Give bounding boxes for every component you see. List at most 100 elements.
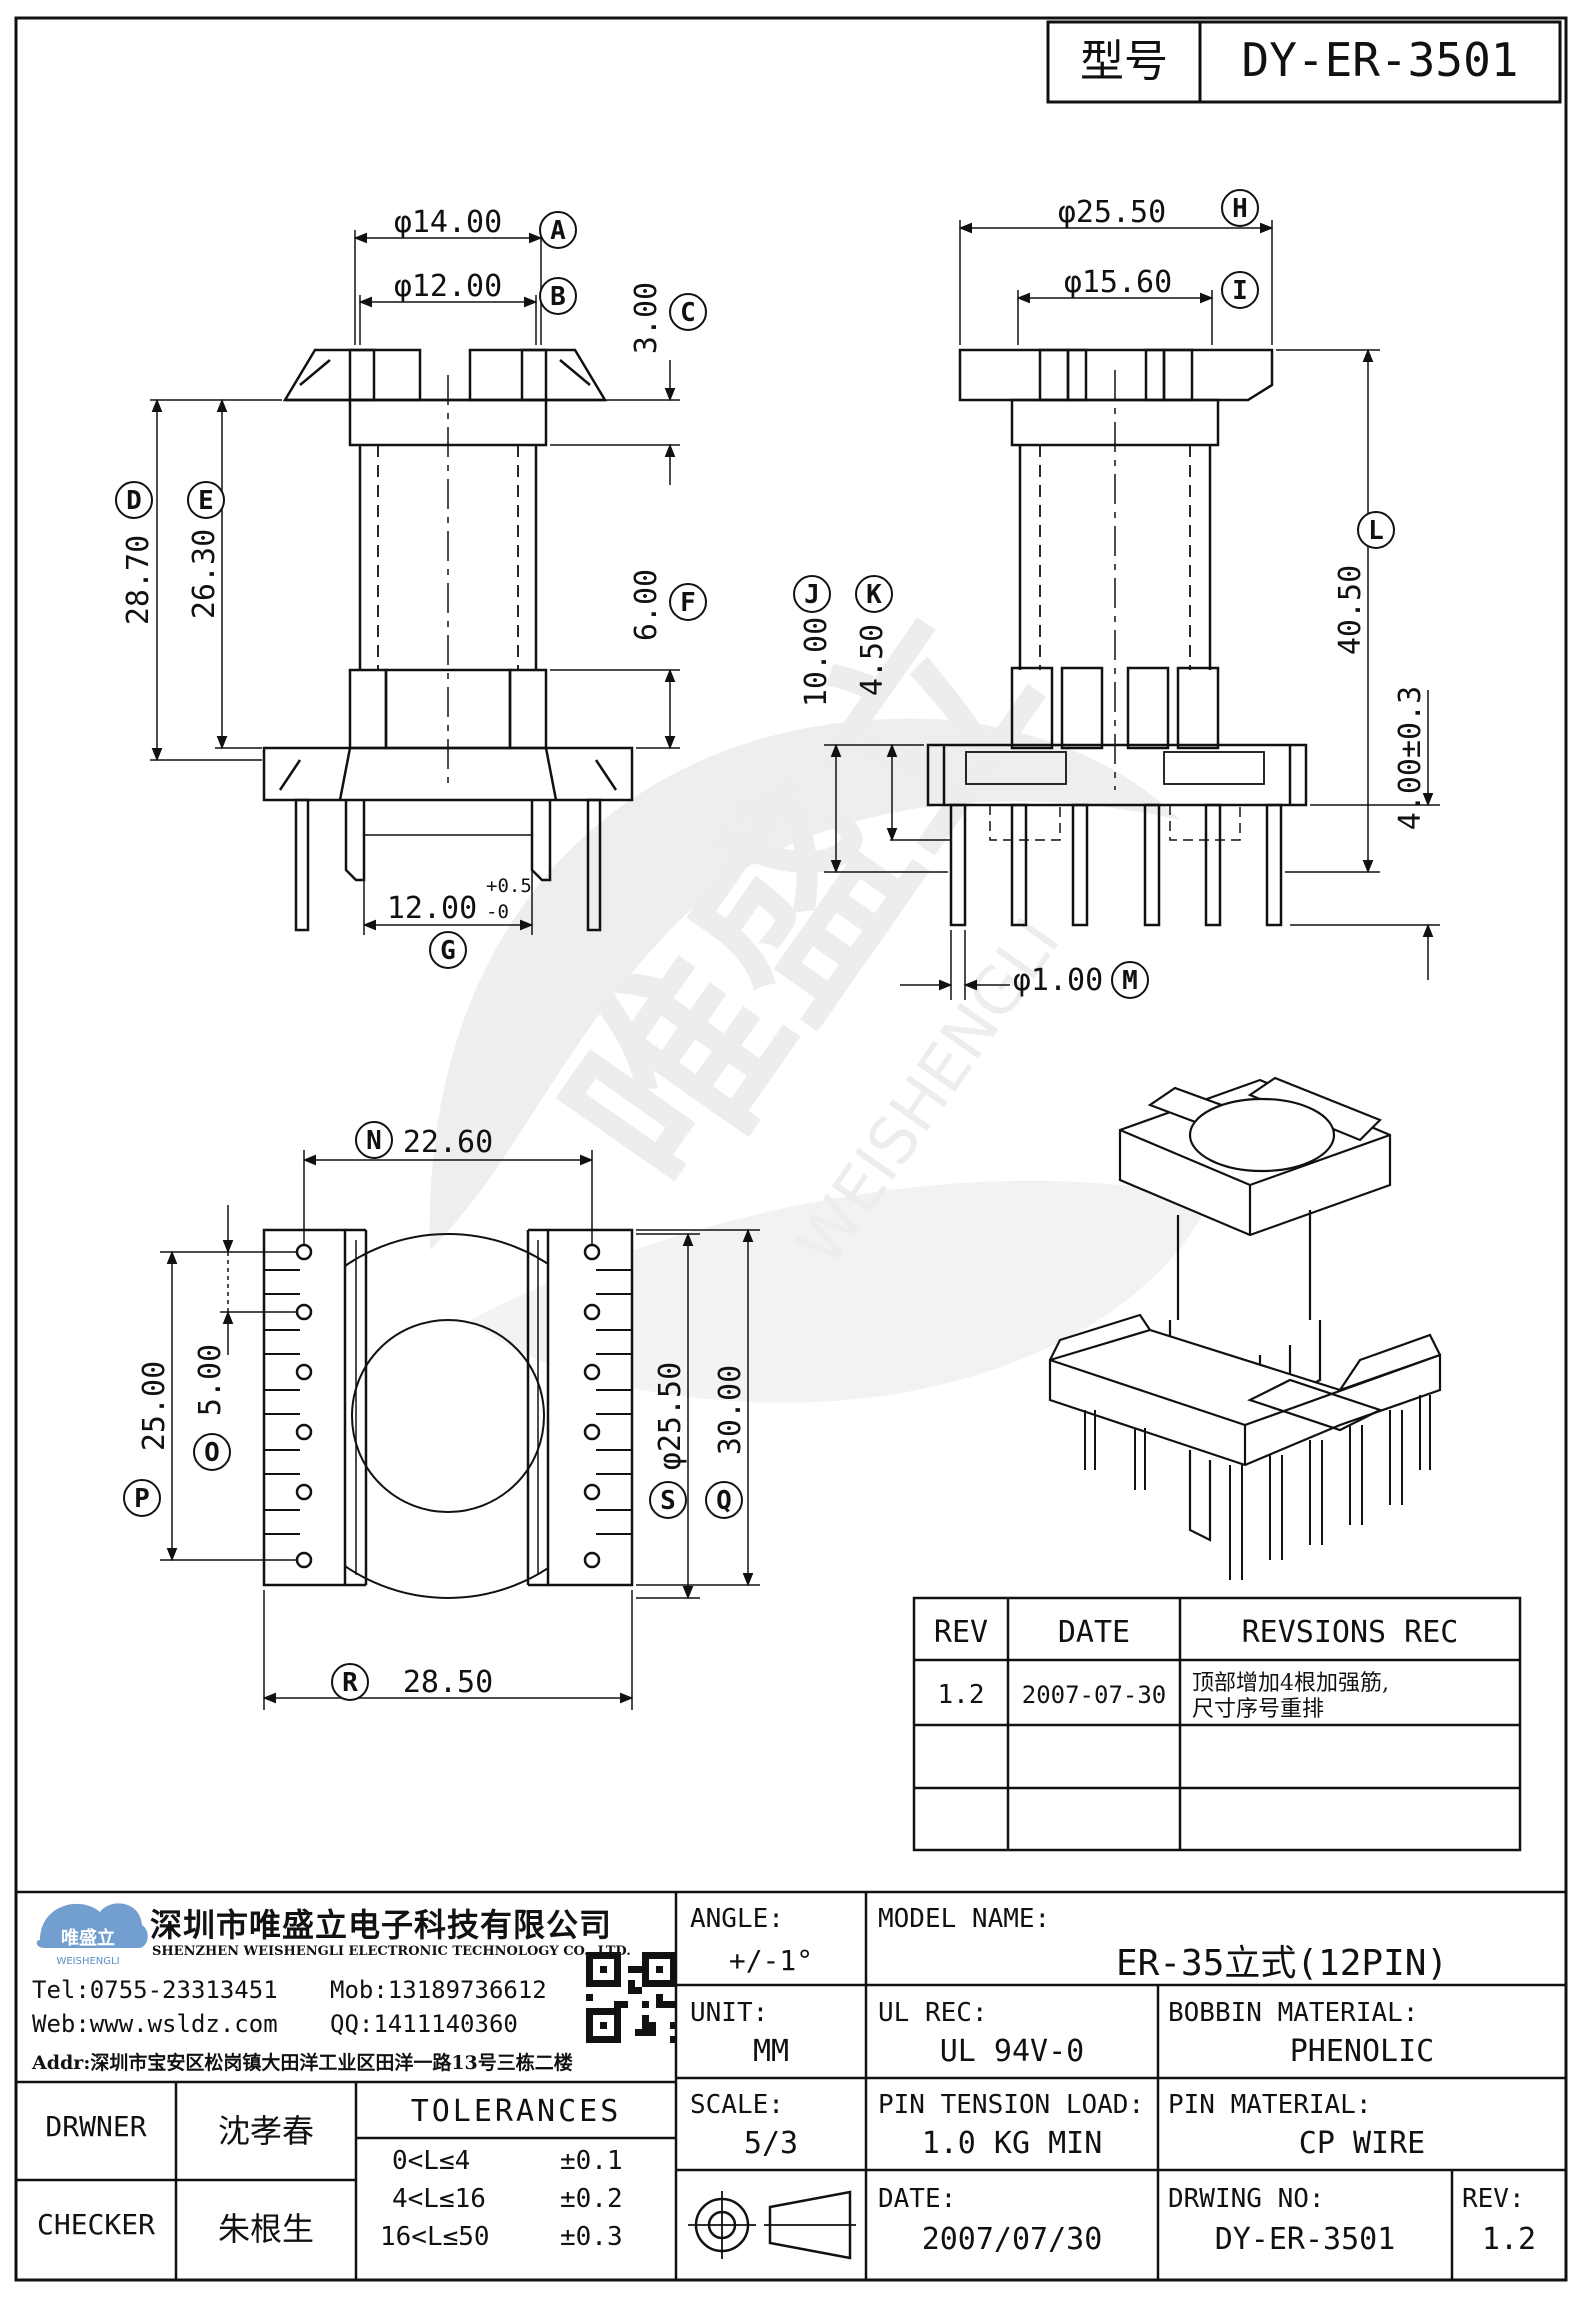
front-view bbox=[262, 348, 634, 932]
revision-table bbox=[912, 1596, 1522, 1852]
date-label: DATE: bbox=[878, 2184, 957, 2214]
tolerance-value-1: ±0.1 bbox=[560, 2146, 623, 2176]
dim-k: 4.50 bbox=[855, 624, 890, 696]
dim-g-tol-plus: +0.5 bbox=[486, 875, 532, 897]
company-web: Web:www.wsldz.com bbox=[32, 2010, 278, 2038]
marker-q: Q bbox=[705, 1481, 743, 1519]
marker-e: E bbox=[187, 481, 225, 519]
marker-i: I bbox=[1221, 271, 1259, 309]
marker-letter: G bbox=[440, 936, 456, 966]
marker-letter: K bbox=[866, 580, 882, 610]
tolerances-title: TOLERANCES bbox=[410, 2094, 622, 2129]
type-label: 型号 bbox=[1080, 36, 1168, 87]
side-view bbox=[926, 348, 1308, 927]
marker-m: M bbox=[1111, 961, 1149, 999]
rev-row-rev: 1.2 bbox=[938, 1680, 985, 1710]
dim-g-tol-minus: -0 bbox=[486, 901, 509, 923]
company-logo: 唯盛立 WEISHENGLI bbox=[36, 1903, 148, 1967]
marker-l: L bbox=[1357, 511, 1395, 549]
marker-g: G bbox=[429, 931, 467, 969]
company-name-cn: 深圳市唯盛立电子科技有限公司 bbox=[150, 1906, 613, 1944]
dim-a: φ14.00 bbox=[394, 205, 502, 240]
sheet-border bbox=[14, 16, 1568, 2282]
drawer-label: DRWNER bbox=[45, 2110, 147, 2143]
dim-c: 3.00 bbox=[629, 282, 664, 354]
company-tel: Tel:0755-23313451 bbox=[32, 1976, 278, 2004]
model-name-label: MODEL NAME: bbox=[878, 1904, 1051, 1934]
bottom-view-labels: 22.60 28.50 25.00 5.00 φ25.50 30.00 bbox=[137, 1125, 748, 1700]
marker-letter: M bbox=[1122, 966, 1138, 996]
marker-d: D bbox=[115, 481, 153, 519]
marker-letter: P bbox=[134, 1484, 150, 1514]
drawer-name: 沈孝春 bbox=[217, 2112, 314, 2150]
bobbin-value: PHENOLIC bbox=[1289, 2034, 1435, 2069]
dim-g: 12.00 bbox=[387, 891, 477, 926]
pin-material-value: CP WIRE bbox=[1298, 2126, 1426, 2161]
dim-j: 10.00 bbox=[799, 617, 834, 707]
company-mob: Mob:13189736612 bbox=[330, 1976, 547, 2004]
unit-value: MM bbox=[752, 2034, 790, 2069]
side-view-labels: φ25.50 φ15.60 40.50 4.00±0.3 10.00 4.50 … bbox=[799, 195, 1428, 998]
front-view-dimensions bbox=[150, 230, 680, 935]
bobbin-label: BOBBIN MATERIAL: bbox=[1168, 1998, 1419, 2028]
marker-letter: C bbox=[680, 298, 696, 328]
scale-value: 5/3 bbox=[743, 2126, 799, 2161]
marker-letter: I bbox=[1232, 276, 1248, 306]
angle-label: ANGLE: bbox=[690, 1904, 784, 1934]
logo-sub: WEISHENGLI bbox=[56, 1956, 119, 1967]
tension-value: 1.0 KG MIN bbox=[921, 2126, 1103, 2161]
marker-k: K bbox=[855, 575, 893, 613]
marker-letter: H bbox=[1232, 194, 1248, 224]
dim-f: 6.00 bbox=[629, 569, 664, 641]
angle-value: +/-1° bbox=[728, 1944, 814, 1977]
marker-letter: F bbox=[680, 588, 696, 618]
tolerance-value-3: ±0.3 bbox=[560, 2222, 623, 2252]
rev-row-rec-line1: 顶部增加4根加强筋, bbox=[1192, 1671, 1389, 1696]
model-number: DY-ER-3501 bbox=[1242, 33, 1519, 87]
marker-letter: S bbox=[660, 1486, 676, 1516]
marker-letter: N bbox=[366, 1126, 382, 1156]
marker-letter: E bbox=[198, 486, 214, 516]
dim-q: 30.00 bbox=[713, 1365, 748, 1455]
drwing-value: DY-ER-3501 bbox=[1214, 2222, 1396, 2257]
marker-p: P bbox=[123, 1479, 161, 1517]
marker-letter: D bbox=[126, 486, 142, 516]
dim-o: 5.00 bbox=[193, 1344, 228, 1416]
marker-letter: L bbox=[1368, 516, 1384, 546]
marker-h: H bbox=[1221, 189, 1259, 227]
date-value: 2007/07/30 bbox=[921, 2222, 1103, 2257]
drwing-label: DRWING NO: bbox=[1168, 2184, 1325, 2214]
unit-label: UNIT: bbox=[690, 1998, 769, 2028]
company-name-en: SHENZHEN WEISHENGLI ELECTRONIC TECHNOLOG… bbox=[152, 1944, 631, 1959]
company-qq: QQ:1411140360 bbox=[330, 2010, 518, 2038]
isometric-view bbox=[1048, 1076, 1442, 1580]
dim-d: 28.70 bbox=[121, 535, 156, 625]
tolerance-range-2: 4<L≤16 bbox=[392, 2184, 486, 2214]
marker-letter: A bbox=[550, 216, 566, 246]
dim-b: φ12.00 bbox=[394, 269, 502, 304]
bottom-view-dimensions bbox=[160, 1150, 760, 1710]
dim-p: 25.00 bbox=[137, 1361, 172, 1451]
marker-letter: J bbox=[804, 580, 820, 610]
marker-r: R bbox=[331, 1663, 369, 1701]
projection-symbol bbox=[688, 2190, 856, 2260]
tolerance-range-1: 0<L≤4 bbox=[392, 2146, 471, 2176]
rev-row-date: 2007-07-30 bbox=[1022, 1681, 1167, 1709]
marker-letter: Q bbox=[716, 1486, 732, 1516]
marker-c: C bbox=[669, 293, 707, 331]
qr-code bbox=[586, 1952, 677, 2043]
dim-n: 22.60 bbox=[403, 1125, 493, 1160]
tension-label: PIN TENSION LOAD: bbox=[878, 2090, 1145, 2120]
rev-header-date: DATE bbox=[1058, 1615, 1130, 1650]
model-name-value: ER-35立式(12PIN) bbox=[1116, 1943, 1449, 1984]
pin-material-label: PIN MATERIAL: bbox=[1168, 2090, 1372, 2120]
dim-e: 26.30 bbox=[187, 529, 222, 619]
ul-label: UL REC: bbox=[878, 1998, 988, 2028]
company-addr: Addr:深圳市宝安区松岗镇大田洋工业区田洋一路13号三栋二楼 bbox=[32, 2052, 573, 2074]
dim-l2: 4.00±0.3 bbox=[1393, 686, 1428, 831]
marker-n: N bbox=[355, 1121, 393, 1159]
bottom-view bbox=[262, 1228, 634, 1599]
rev-row-rec-line2: 尺寸序号重排 bbox=[1192, 1697, 1324, 1722]
checker-label: CHECKER bbox=[36, 2208, 155, 2241]
marker-b: B bbox=[539, 277, 577, 315]
